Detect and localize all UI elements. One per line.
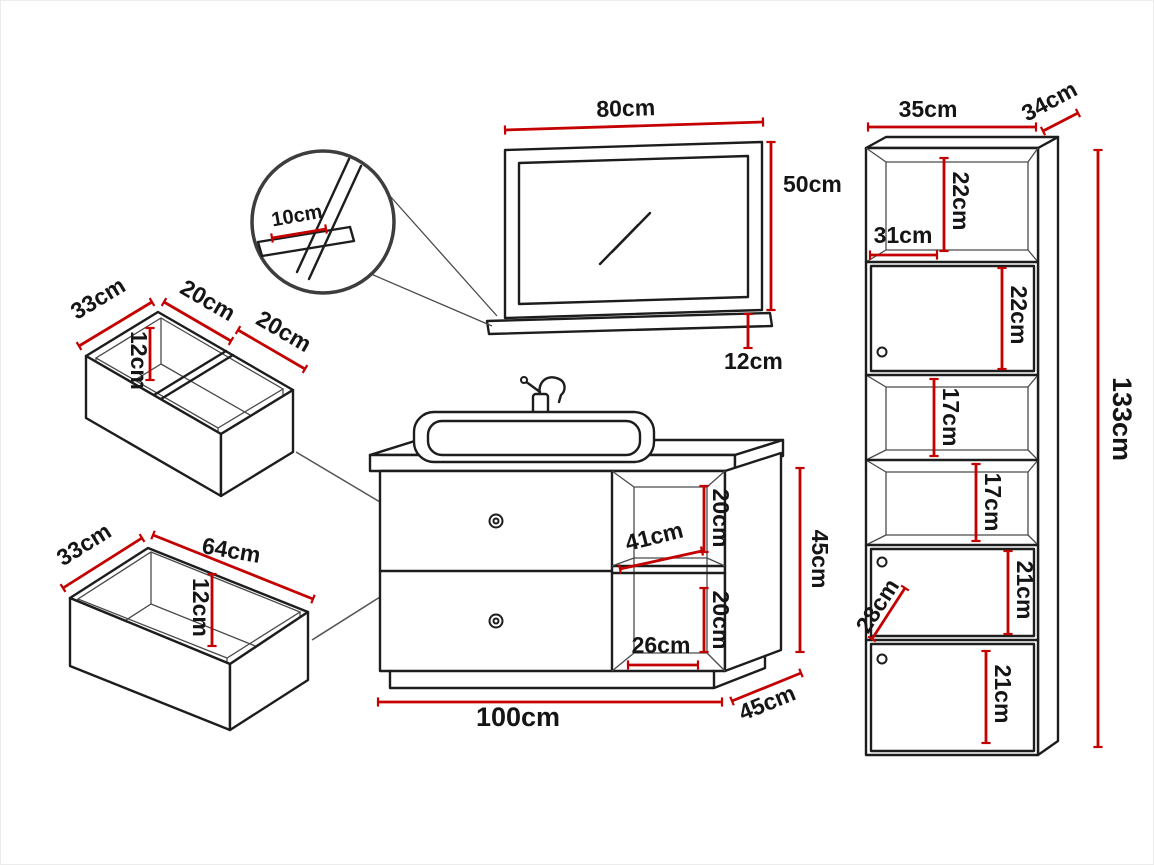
niche-lower-height-label: 20cm: [708, 591, 734, 650]
vanity-bottom-drawer-knob-center: [492, 617, 500, 625]
cabinet-middle-door-label: 21cm: [1012, 561, 1038, 620]
vanity-depth-dimension: [729, 668, 804, 706]
cabinet-middle-door-knob: [876, 556, 888, 568]
niche-interior: [611, 470, 726, 672]
lower-drawer-width-dimension: [150, 530, 316, 604]
lower-drawer-depth-dimension: [59, 533, 146, 593]
mirror-detail-callout: 10cm: [250, 149, 498, 327]
cabinet-upper-door-label: 22cm: [1006, 286, 1032, 345]
upper-drawer-front-width-dimension: [234, 325, 309, 374]
tall-cabinet: 35cm 34cm 133cm 22cm 31cm 22cm 17cm 17cm…: [850, 76, 1137, 757]
detail-circle: [250, 149, 396, 295]
mirror: 80cm 50cm 12cm: [485, 94, 842, 374]
cabinet-compartment-2-interior: [865, 374, 1039, 461]
upper-drawer: 33cm 20cm 20cm 12cm: [66, 272, 316, 498]
basin-inner: [426, 419, 642, 457]
detail-mirror-edge: [295, 157, 363, 281]
mirror-width-label: 80cm: [596, 94, 656, 122]
mirror-frame-inner: [517, 154, 750, 306]
lower-drawer-height-label: 12cm: [188, 578, 214, 637]
cabinet-bottom-door: [869, 642, 1036, 753]
cabinet-upper-door-knob: [876, 346, 888, 358]
mirror-shine-lines: [598, 211, 652, 266]
cabinet-bottom-door-knob: [876, 653, 888, 665]
cabinet-inner-width-label: 31cm: [874, 222, 933, 248]
vanity-width-label: 100cm: [476, 702, 560, 732]
niche-lower-width-label: 26cm: [632, 632, 691, 658]
mirror-shelf: [485, 311, 774, 336]
cabinet-shelf-lines: [864, 260, 1040, 642]
upper-drawer-rear-width-dimension: [160, 297, 235, 346]
cabinet-depth-dimension: [1039, 108, 1082, 136]
cabinet-top-face: [864, 135, 1060, 150]
cabinet-shelf-1-label: 17cm: [938, 388, 964, 447]
vanity: 41cm 20cm 20cm 26cm 45cm 100cm 45cm: [368, 376, 833, 732]
vanity-top-drawer-knob-center: [492, 517, 500, 525]
lower-drawer-connector: [311, 596, 381, 641]
mirror-width-dimension: [503, 117, 765, 135]
upper-drawer-depth-label: 33cm: [66, 272, 130, 325]
vanity-body-right-side: [723, 451, 783, 673]
lower-drawer-width-label: 64cm: [200, 532, 262, 568]
cabinet-bottom-door-label: 21cm: [990, 665, 1016, 724]
cabinet-upper-door: [869, 264, 1036, 373]
lower-drawer-right-face: [228, 610, 310, 732]
cabinet-height-label: 133cm: [1107, 377, 1137, 461]
upper-drawer-front-width-label: 20cm: [252, 305, 316, 357]
basin-outer: [412, 410, 656, 464]
cabinet-inner-depth-dimension: [867, 584, 910, 643]
upper-drawer-divider: [152, 349, 235, 401]
upper-drawer-depth-dimension: [75, 297, 156, 351]
vanity-height-label: 45cm: [807, 530, 833, 589]
cabinet-compartment-3-interior: [865, 459, 1039, 546]
cabinet-depth-label: 34cm: [1017, 76, 1081, 127]
upper-drawer-rear-width-label: 20cm: [176, 274, 240, 326]
niche-upper-height-label: 20cm: [708, 489, 734, 548]
lower-drawer-depth-label: 33cm: [52, 518, 116, 571]
faucet-spout: [523, 376, 566, 404]
callout-lines: [370, 195, 498, 327]
cabinet-width-label: 35cm: [899, 96, 958, 122]
mirror-shelf-label: 12cm: [724, 348, 783, 374]
upper-drawer-connector: [295, 451, 381, 503]
cabinet-top-section-label: 22cm: [948, 172, 974, 231]
connector-lines: [295, 451, 381, 641]
upper-drawer-height-label: 12cm: [126, 331, 152, 390]
upper-drawer-right-face: [219, 388, 295, 498]
lower-drawer: 33cm 64cm 12cm: [52, 518, 316, 732]
cabinet-right-side: [1036, 135, 1060, 757]
niche-width-dimension: [617, 546, 705, 574]
detail-depth-dimension: [270, 224, 328, 243]
mirror-height-label: 50cm: [783, 171, 842, 197]
cabinet-shelf-2-label: 17cm: [980, 473, 1006, 532]
faucet-lever-knob: [520, 376, 528, 384]
